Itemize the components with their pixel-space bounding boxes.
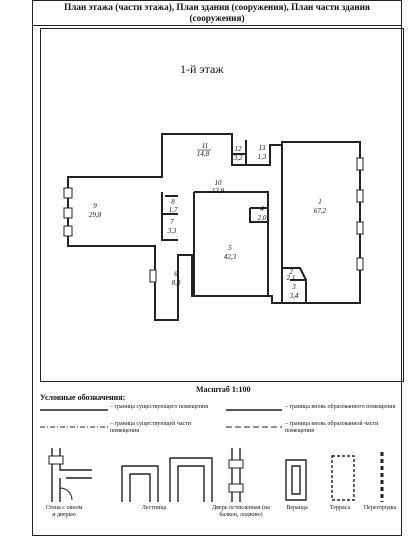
- interior-wall: [162, 195, 178, 215]
- room-area: 29,8: [89, 211, 102, 219]
- window: [48, 455, 64, 465]
- terrace-symbol: [331, 455, 355, 501]
- interior-wall: [282, 267, 307, 303]
- room-area: 13,9: [212, 187, 225, 195]
- interior-wall: [161, 192, 178, 241]
- room-area: 2,1: [287, 274, 296, 282]
- room-number: 1: [318, 198, 322, 206]
- stair-symbol: [121, 465, 159, 502]
- scale-label: Масштаб 1:100: [196, 385, 251, 394]
- room-number: 2: [289, 268, 293, 276]
- legend-symbol-caption: Перегородка: [363, 505, 397, 511]
- room-area: 8,0: [172, 279, 181, 287]
- veranda-symbol: [285, 459, 307, 501]
- room-number: 7: [170, 218, 174, 226]
- legend-item: – граница вновь образованной части помещ…: [285, 421, 379, 434]
- room-area: 42,3: [224, 253, 237, 261]
- window: [356, 189, 364, 203]
- room-area: 3,2: [233, 154, 243, 162]
- window: [63, 225, 73, 237]
- window: [356, 157, 364, 171]
- room-area: 2,0: [258, 214, 267, 222]
- legend-symbol-caption: Веранда: [286, 505, 308, 511]
- header-title-line2: (сооружения): [189, 13, 245, 23]
- legend-symbol-caption: Стена с окном и дверью: [45, 505, 83, 518]
- room-number: 12: [235, 145, 243, 153]
- room-number: 5: [228, 244, 232, 252]
- legend-item: – граница существующего помещения: [110, 404, 208, 410]
- legend-symbol-caption: Лестница: [141, 505, 167, 511]
- interior-wall: [193, 191, 269, 296]
- room-area: 3,4: [289, 292, 299, 300]
- room-number: 9: [93, 202, 97, 210]
- interior-wall: [249, 207, 268, 223]
- room-number: 10: [215, 179, 223, 187]
- glazed-door-symbol: [228, 459, 244, 469]
- window: [63, 207, 73, 219]
- header-title-line1: План этажа (части этажа), План здания (с…: [64, 2, 370, 12]
- window: [149, 269, 157, 283]
- glazed-door-symbol: [231, 448, 241, 502]
- plan-area: [40, 28, 404, 382]
- room-number: 11: [202, 142, 208, 150]
- window: [63, 187, 73, 199]
- legend-item: – граница вновь образованного помещения: [285, 404, 396, 410]
- room-area: 14,8: [197, 150, 210, 158]
- legend-item: – граница существующей части помещения: [110, 421, 192, 434]
- room-area: 67,2: [314, 207, 327, 215]
- room-number: 8: [171, 198, 175, 206]
- room-number: 13: [259, 144, 267, 152]
- stair-symbol: [169, 457, 213, 502]
- glazed-door-symbol: [228, 483, 244, 493]
- legend-title: Условные обозначения:: [40, 393, 126, 402]
- interior-wall: [231, 134, 247, 165]
- window: [356, 257, 364, 271]
- room-number: 3: [291, 283, 296, 291]
- room-area: 1,7: [169, 206, 178, 214]
- room-area: 1,3: [258, 153, 267, 161]
- room-area: 3,3: [167, 227, 177, 235]
- legend-symbol-caption: Терраса: [329, 505, 351, 511]
- wall-symbol: [51, 448, 92, 502]
- plan-header: План этажа (части этажа), План здания (с…: [32, 0, 402, 26]
- door-symbol: [59, 487, 73, 501]
- window: [356, 221, 364, 235]
- sheet-frame: [32, 0, 402, 536]
- room-number: 4: [260, 205, 264, 213]
- floor-title: 1-й этаж: [180, 62, 224, 76]
- legend-symbol-caption: Дверь остекленная (на балкон, лоджию): [212, 505, 270, 518]
- room-number: 6: [174, 270, 178, 278]
